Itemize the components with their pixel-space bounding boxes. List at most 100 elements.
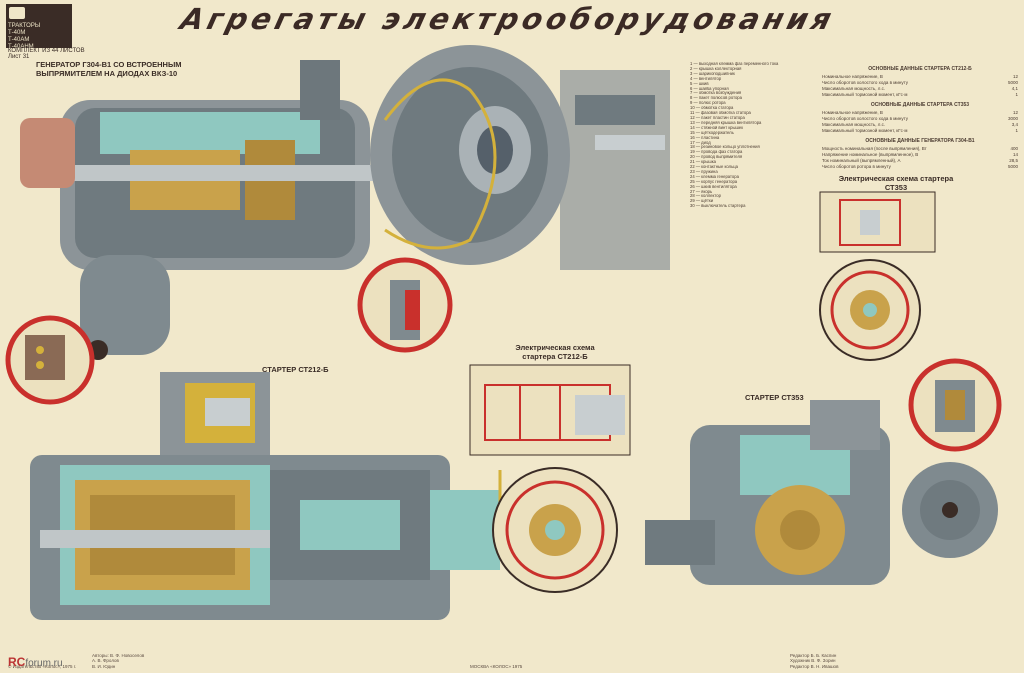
spec-row: Напряжение номинальное (выпрямленное), В… bbox=[822, 152, 1018, 158]
legend-item: 16 — пластина bbox=[690, 135, 720, 140]
scheme-ct212-illustration bbox=[469, 364, 631, 593]
legend-item: 1 — выходная клемма фаз переменного тока bbox=[690, 62, 779, 66]
legend-item: 11 — фазовая обмотка статора bbox=[690, 111, 751, 116]
spec-value: 1 bbox=[1015, 92, 1018, 97]
tractor-label: ТРАКТОРЫ bbox=[8, 23, 41, 29]
spec-label: Номинальное напряжение, В bbox=[822, 74, 883, 79]
spec-label: Максимальная мощность, л.с. bbox=[822, 122, 886, 127]
legend-item: 3 — шарикоподшипник bbox=[690, 71, 735, 76]
spec-value: 4,1 bbox=[1011, 86, 1018, 91]
legend-item: 10 — обмотка статора bbox=[690, 106, 734, 111]
legend-item: 2 — крышка коллекторная bbox=[690, 66, 742, 71]
footer-copyright: © Издательство «Колос», 1975 г. bbox=[8, 663, 77, 669]
spec-row: Мощность номинальная (после выпрямления)… bbox=[822, 146, 1018, 152]
spec-label: Число оборотов холостого хода в минуту bbox=[822, 116, 909, 121]
legend-item: 13 — передняя крышка вентилятора bbox=[690, 120, 762, 125]
legend-item: 24 — клемма генератора bbox=[690, 174, 739, 179]
legend-item: 15 — щёткодержатель bbox=[690, 130, 734, 135]
tractor-block: ТРАКТОРЫ Т-40М Т-40АМ Т-40АНМ bbox=[6, 4, 72, 50]
legend-item: 4 — вентилятор bbox=[690, 76, 722, 81]
legend-item: 22 — контактные кольца bbox=[690, 165, 738, 170]
spec-label: Максимальный тормозной момент, кГс·м bbox=[822, 92, 908, 97]
spec-value: 28,5 bbox=[1009, 158, 1018, 163]
spec-row: Число оборотов холостого хода в минуту 30… bbox=[822, 116, 1018, 122]
generator-illustration bbox=[20, 60, 480, 360]
specs-ct353-heading: ОСНОВНЫЕ ДАННЫЕ СТАРТЕРА СТ353 bbox=[870, 102, 970, 108]
spec-row: Номинальное напряжение, В 12 bbox=[822, 110, 1018, 116]
spec-row: Максимальный тормозной момент, кГс·м 1 bbox=[822, 128, 1018, 134]
inset-detail-3 bbox=[908, 358, 1002, 452]
starter-ct212-caption: СТАРТЕР СТ212-Б bbox=[262, 365, 329, 374]
spec-label: Номинальное напряжение, В bbox=[822, 110, 883, 115]
spec-value: 5000 bbox=[1007, 80, 1018, 85]
spec-row: Максимальная мощность, л.с. 3,4 bbox=[822, 122, 1018, 128]
inset-detail-2 bbox=[357, 257, 453, 353]
legend-item: 25 — корпус генератора bbox=[690, 179, 738, 184]
specs-ct212-heading: ОСНОВНЫЕ ДАННЫЕ СТАРТЕРА СТ212-Б bbox=[868, 66, 972, 72]
legend-item: 17 — диод bbox=[690, 140, 711, 145]
inset-detail-1 bbox=[5, 315, 95, 405]
legend-item: 27 — якорь bbox=[690, 189, 713, 194]
legend-item: 30 — выключатель стартера bbox=[690, 204, 746, 209]
generator-cover-illustration bbox=[370, 45, 670, 270]
legend-item: 6 — шайба упорная bbox=[690, 86, 729, 91]
specs-panel: ОСНОВНЫЕ ДАННЫЕ СТАРТЕРА СТ212-Б Номинал… bbox=[822, 62, 1018, 170]
specs-g304-heading: ОСНОВНЫЕ ДАННЫЕ ГЕНЕРАТОРА Г304-В1 bbox=[865, 138, 975, 144]
spec-label: Максимальный тормозной момент, кГс·м bbox=[822, 128, 908, 133]
legend-item: 28 — коллектор bbox=[690, 194, 721, 199]
scheme-ct353-caption: Электрическая схема стартера СТ353 bbox=[838, 174, 954, 192]
legend-item: 8 — пакет полюсов ротора bbox=[690, 96, 742, 101]
spec-value: 12 bbox=[1012, 110, 1018, 115]
spec-row: Число оборотов холостого хода в минуту 50… bbox=[822, 80, 1018, 86]
watermark: RCforum.ru bbox=[8, 655, 63, 669]
legend-item: 20 — провод выпрямителя bbox=[690, 155, 743, 160]
legend-item: 7 — обмотка возбуждения bbox=[690, 91, 742, 96]
legend-item: 18 — резиновое кольцо уплотнения bbox=[690, 145, 760, 150]
tractor-icon bbox=[9, 7, 25, 19]
legend-item: 14 — стяжной винт крышек bbox=[690, 125, 744, 130]
spec-value: 12 bbox=[1012, 74, 1018, 79]
legend-item: 26 — шкив вентилятора bbox=[690, 184, 737, 189]
spec-label: Максимальная мощность, л.с. bbox=[822, 86, 886, 91]
spec-value: 3,4 bbox=[1011, 122, 1018, 127]
legend-item: 12 — пакет пластин статора bbox=[690, 115, 745, 120]
legend-item: 5 — шкив bbox=[690, 81, 709, 86]
spec-label: Число оборотов ротора в минуту bbox=[822, 164, 891, 169]
spec-value: 3000 bbox=[1007, 116, 1018, 121]
spec-label: Число оборотов холостого хода в минуту bbox=[822, 80, 909, 85]
tractor-model-1: Т-40М bbox=[8, 30, 26, 36]
spec-value: 400 bbox=[1010, 146, 1018, 151]
legend: 1 — выходная клемма фаз переменного тока… bbox=[690, 62, 820, 209]
starter-ct353-caption: СТАРТЕР СТ353 bbox=[745, 393, 804, 402]
spec-row: Ток номинальный (выпрямленный), А 28,5 bbox=[822, 158, 1018, 164]
legend-item: 23 — пружина bbox=[690, 169, 718, 174]
scheme-ct212-caption: Электрическая схема стартера СТ212-Б bbox=[515, 343, 595, 361]
starter-ct212-illustration bbox=[30, 372, 502, 620]
legend-item: 19 — провода фаз статора bbox=[690, 150, 743, 155]
spec-label: Напряжение номинальное (выпрямленное), В bbox=[822, 152, 919, 157]
legend-item: 21 — крышка bbox=[690, 160, 716, 165]
scheme-ct353-illustration bbox=[819, 191, 936, 361]
starter-ct353-illustration bbox=[645, 400, 998, 585]
legend-item: 29 — щётки bbox=[690, 199, 714, 204]
sheet-number: Лист 31 bbox=[8, 54, 30, 60]
spec-value: 14 bbox=[1012, 152, 1018, 157]
legend-item: 9 — полюс ротора bbox=[690, 101, 726, 106]
generator-caption: ГЕНЕРАТОР Г304-В1 СО ВСТРОЕННЫМ ВЫПРЯМИТ… bbox=[36, 60, 182, 78]
footer-publisher: МОСКВА «КОЛОС» 1975 bbox=[470, 663, 523, 669]
spec-value: 1 bbox=[1015, 128, 1018, 133]
spec-row: Максимальный тормозной момент, кГс·м 1 bbox=[822, 92, 1018, 98]
tractor-model-3: Т-40АНМ bbox=[8, 44, 34, 50]
tractor-model-2: Т-40АМ bbox=[8, 37, 30, 43]
spec-value: 5000 bbox=[1007, 164, 1018, 169]
spec-row: Число оборотов ротора в минуту 5000 bbox=[822, 164, 1018, 170]
spec-label: Ток номинальный (выпрямленный), А bbox=[822, 158, 901, 163]
spec-label: Мощность номинальная (после выпрямления)… bbox=[822, 146, 927, 151]
spec-row: Максимальная мощность, л.с. 4,1 bbox=[822, 86, 1018, 92]
spec-row: Номинальное напряжение, В 12 bbox=[822, 74, 1018, 80]
